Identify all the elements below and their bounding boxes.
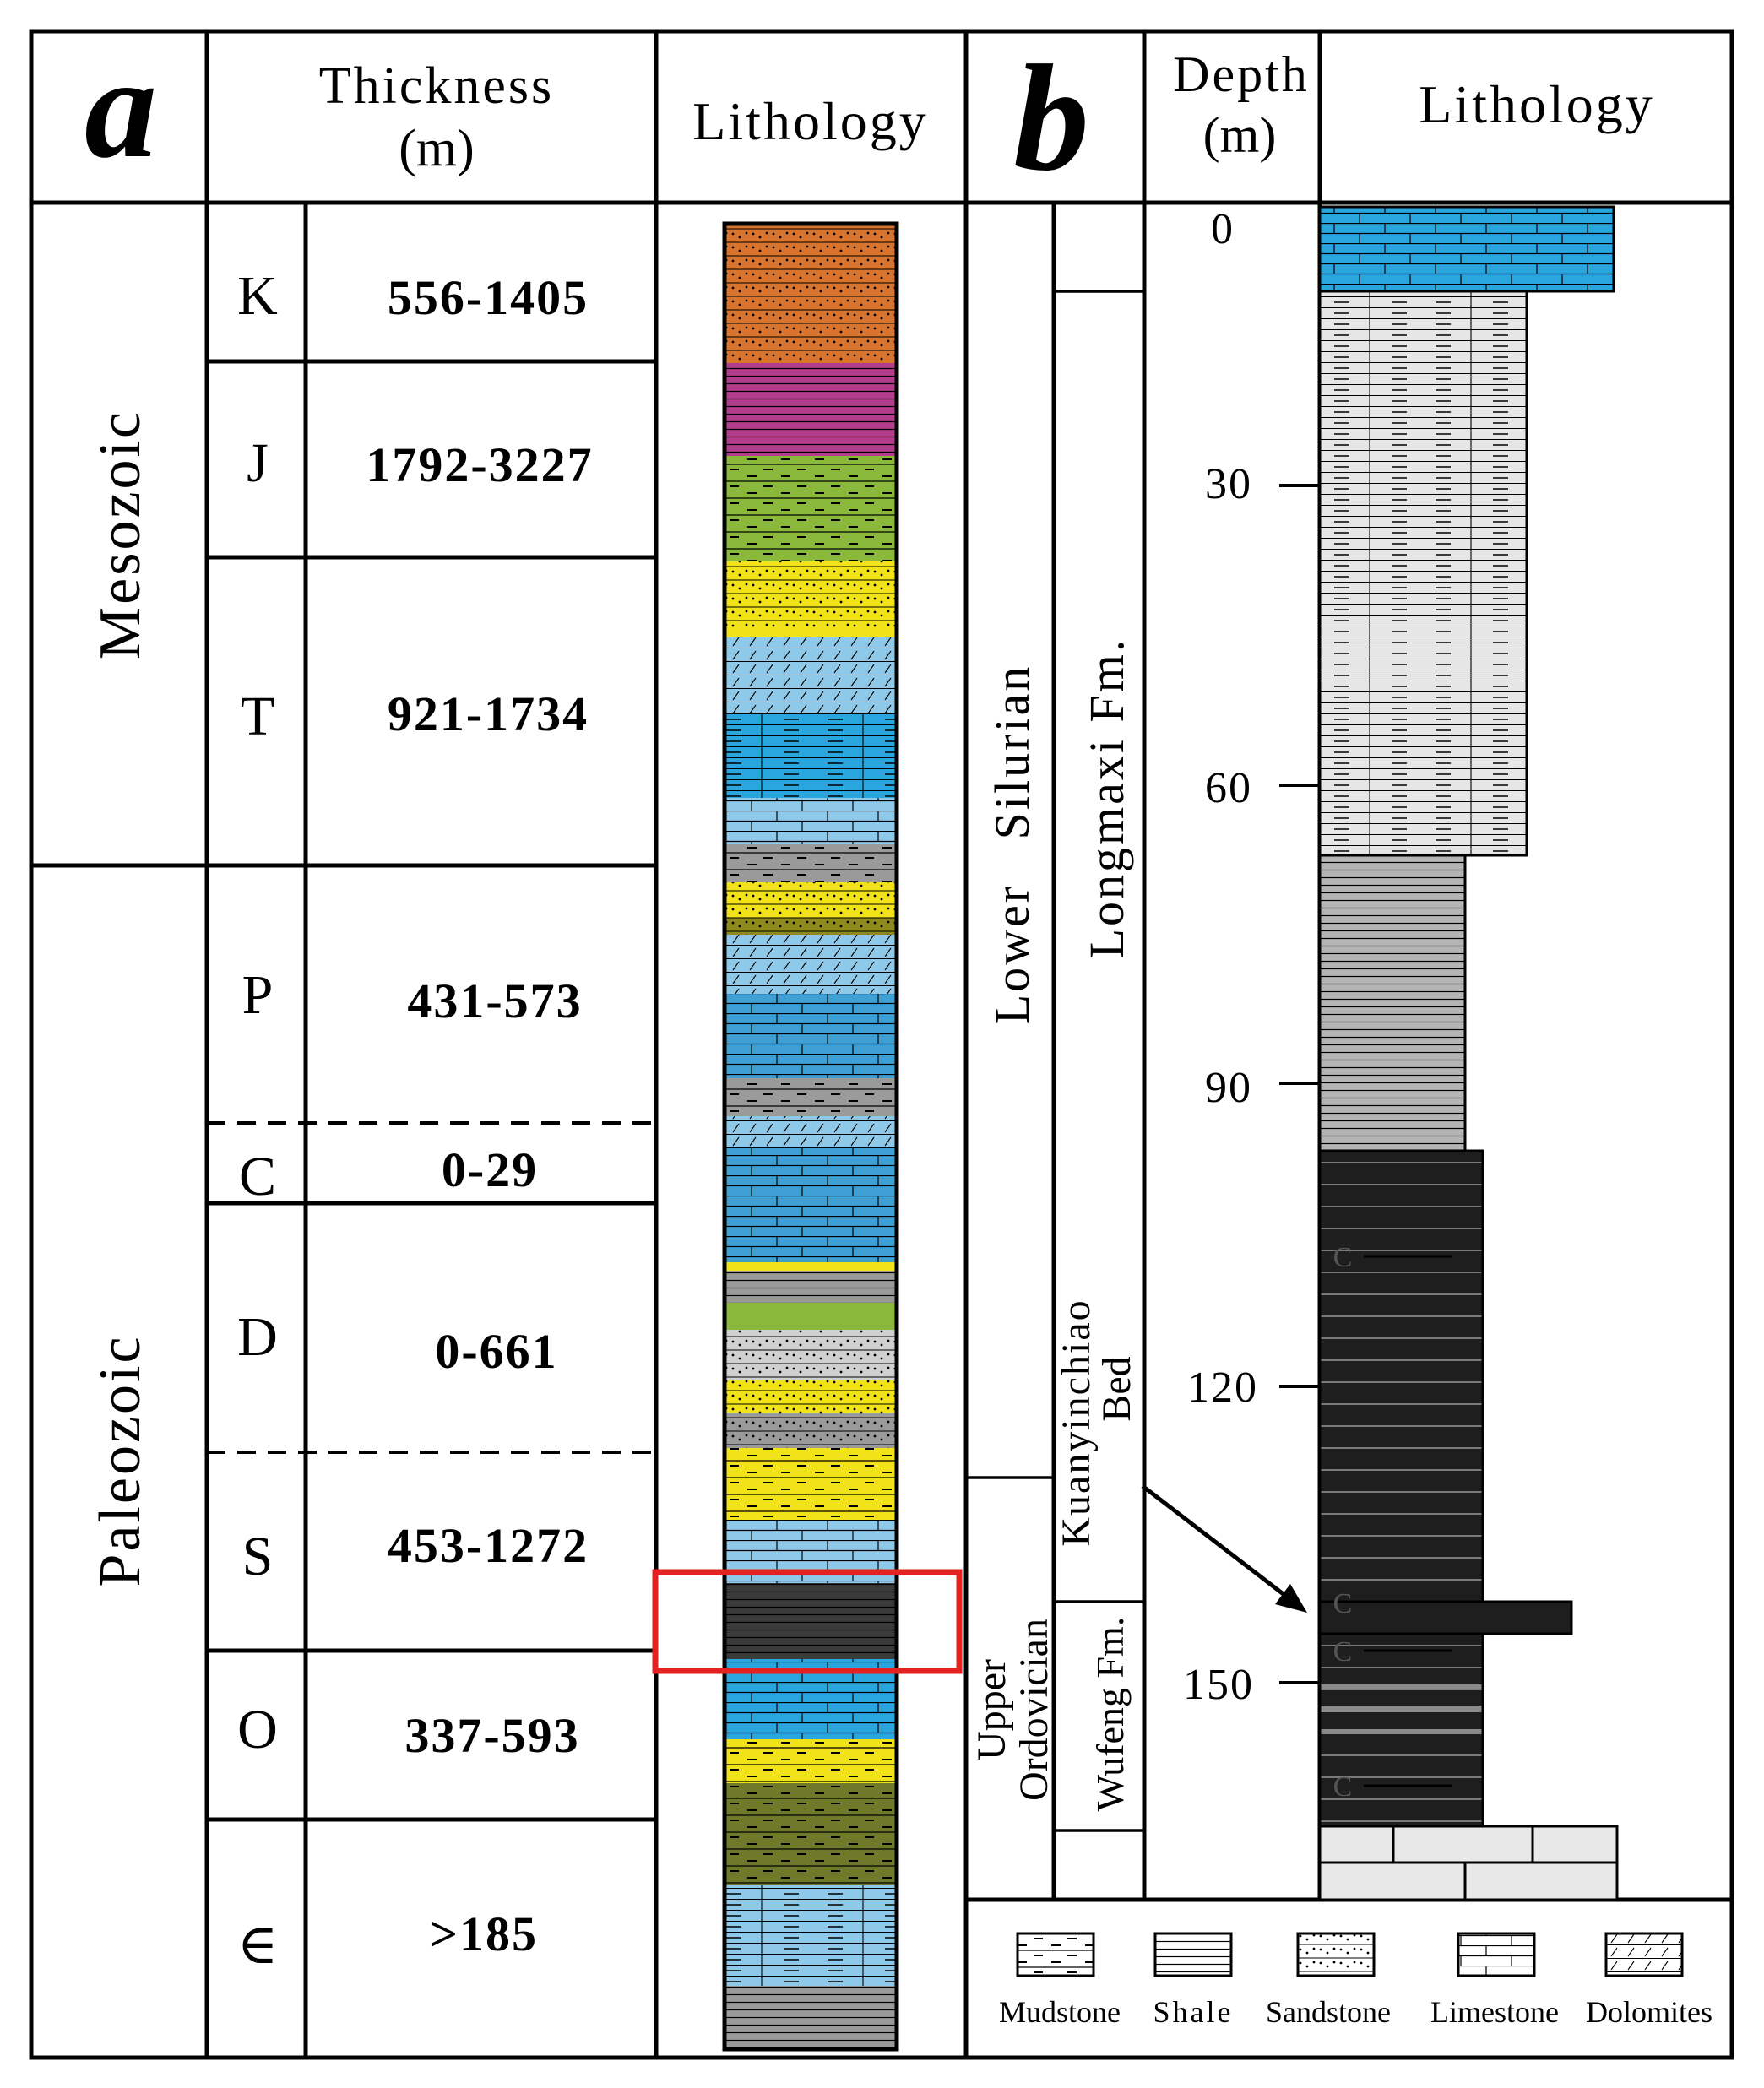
depth-tick-120: 120 bbox=[1187, 1364, 1258, 1412]
legend-limestone: Limestone bbox=[1430, 1932, 1559, 2029]
period-s: S bbox=[242, 1526, 274, 1587]
era-paleozoic: Paleozoic bbox=[88, 1334, 153, 1586]
thickness-o: 337-593 bbox=[404, 1708, 579, 1763]
legend-sandstone: Sandstone bbox=[1266, 1932, 1391, 2029]
lithology-column-a bbox=[722, 221, 899, 2052]
period-k: K bbox=[237, 265, 278, 327]
period-cambrian: ∈ bbox=[237, 1914, 279, 1976]
band-d-green bbox=[725, 1303, 897, 1330]
period-p: P bbox=[242, 964, 274, 1026]
legend-mudstone-label: Mudstone bbox=[999, 1995, 1121, 2029]
thickness-k: 556-1405 bbox=[388, 270, 589, 325]
lithology-header-a: Lithology bbox=[692, 91, 928, 151]
depth-tick-60: 60 bbox=[1205, 764, 1252, 812]
panel-a-letter: a bbox=[84, 28, 157, 188]
period-j: J bbox=[247, 432, 269, 494]
thickness-c: 0-29 bbox=[442, 1142, 538, 1197]
series-lower-silurian: Lower Silurian bbox=[985, 664, 1039, 1025]
period-c: C bbox=[239, 1146, 276, 1207]
c-marker: C bbox=[1333, 1588, 1353, 1619]
period-d: D bbox=[237, 1306, 278, 1368]
c-marker: C bbox=[1333, 1242, 1353, 1273]
panel-a: a Thickness (m) Lithology Mesozoic Paleo… bbox=[31, 28, 969, 2058]
panel-b: b Depth (m) Lithology Lower Silurian Upp… bbox=[966, 31, 1732, 2029]
formation-longmaxi: Longmaxi Fm. bbox=[1079, 637, 1134, 959]
depth-tick-150: 150 bbox=[1183, 1661, 1254, 1709]
thickness-j: 1792-3227 bbox=[366, 437, 593, 492]
legend-dolomites: Dolomites bbox=[1586, 1932, 1712, 2029]
series-upper: Upper bbox=[969, 1659, 1014, 1760]
formation-kuanyinchiao: Kuanyinchiao bbox=[1054, 1299, 1099, 1546]
arrow-kuanyinchiao bbox=[1141, 1484, 1307, 1613]
period-t: T bbox=[241, 686, 274, 747]
formation-wufeng: Wufeng Fm. bbox=[1088, 1617, 1132, 1812]
depth-header: Depth bbox=[1173, 46, 1310, 102]
thickness-header: Thickness bbox=[319, 57, 554, 115]
formation-kuanyinchiao-bed: Bed bbox=[1094, 1356, 1139, 1421]
lithology-log-b: C C C C bbox=[1318, 205, 1619, 1901]
panel-b-letter: b bbox=[1013, 34, 1089, 202]
thickness-unit: (m) bbox=[399, 120, 475, 177]
thickness-d: 0-661 bbox=[435, 1324, 557, 1379]
thickness-s: 453-1272 bbox=[388, 1518, 589, 1573]
c-marker: C bbox=[1333, 1636, 1353, 1668]
period-o: O bbox=[237, 1699, 278, 1760]
legend-sandstone-label: Sandstone bbox=[1266, 1995, 1391, 2029]
legend: Mudstone Shale Sandstone Limestone bbox=[999, 1932, 1712, 2029]
depth-tick-90: 90 bbox=[1205, 1064, 1252, 1112]
era-mesozoic: Mesozoic bbox=[88, 409, 153, 659]
series-ordovician: Ordovician bbox=[1012, 1619, 1056, 1801]
legend-mudstone: Mudstone bbox=[999, 1932, 1121, 2029]
legend-shale: Shale bbox=[1153, 1932, 1234, 2029]
legend-dolomites-label: Dolomites bbox=[1586, 1995, 1712, 2029]
thickness-t: 921-1734 bbox=[388, 686, 589, 741]
highlight-box bbox=[652, 1569, 963, 1674]
depth-tick-30: 30 bbox=[1205, 460, 1252, 508]
thickness-p: 431-573 bbox=[407, 973, 582, 1028]
depth-tick-0: 0 bbox=[1211, 205, 1235, 253]
c-marker: C bbox=[1333, 1771, 1353, 1803]
legend-limestone-label: Limestone bbox=[1430, 1995, 1559, 2029]
frame bbox=[29, 29, 1734, 2060]
thickness-cambrian: >185 bbox=[430, 1906, 538, 1961]
legend-shale-label: Shale bbox=[1153, 1995, 1234, 2029]
depth-unit: (m) bbox=[1203, 107, 1277, 163]
log-kuanyinchiao-bed bbox=[1318, 1600, 1573, 1635]
lithology-header-b: Lithology bbox=[1419, 74, 1654, 134]
